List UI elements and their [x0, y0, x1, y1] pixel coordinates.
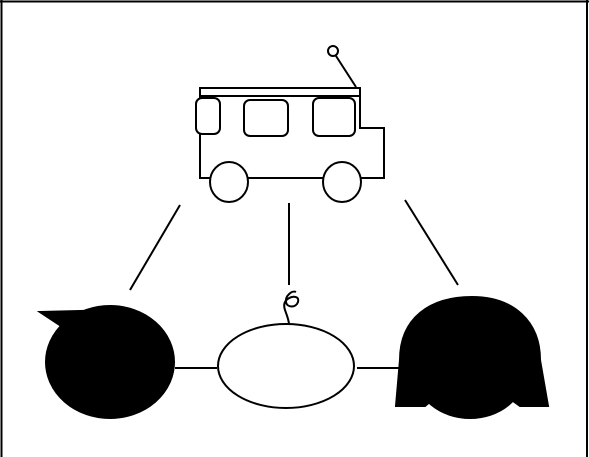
antenna-rod [335, 55, 357, 88]
bus-wheel-rear [322, 161, 362, 203]
middle-head [217, 323, 355, 409]
hair-curl [283, 290, 300, 325]
cap-brim [36, 308, 121, 347]
connector-lines [129, 199, 459, 369]
right-face [414, 325, 526, 419]
antenna-ball [327, 45, 339, 57]
bus-window-3 [312, 97, 356, 137]
link-bus-right [404, 199, 459, 286]
dark-head-with-hair-icon [394, 295, 550, 419]
bus-wheel-front [209, 161, 249, 203]
hollow-head-with-curl-icon [217, 290, 355, 409]
bus-window-1 [195, 97, 221, 135]
bus-icon [195, 45, 385, 203]
link-bus-left [129, 204, 181, 291]
bus-window-2 [243, 99, 289, 137]
dark-head-with-cap-icon [36, 305, 175, 419]
